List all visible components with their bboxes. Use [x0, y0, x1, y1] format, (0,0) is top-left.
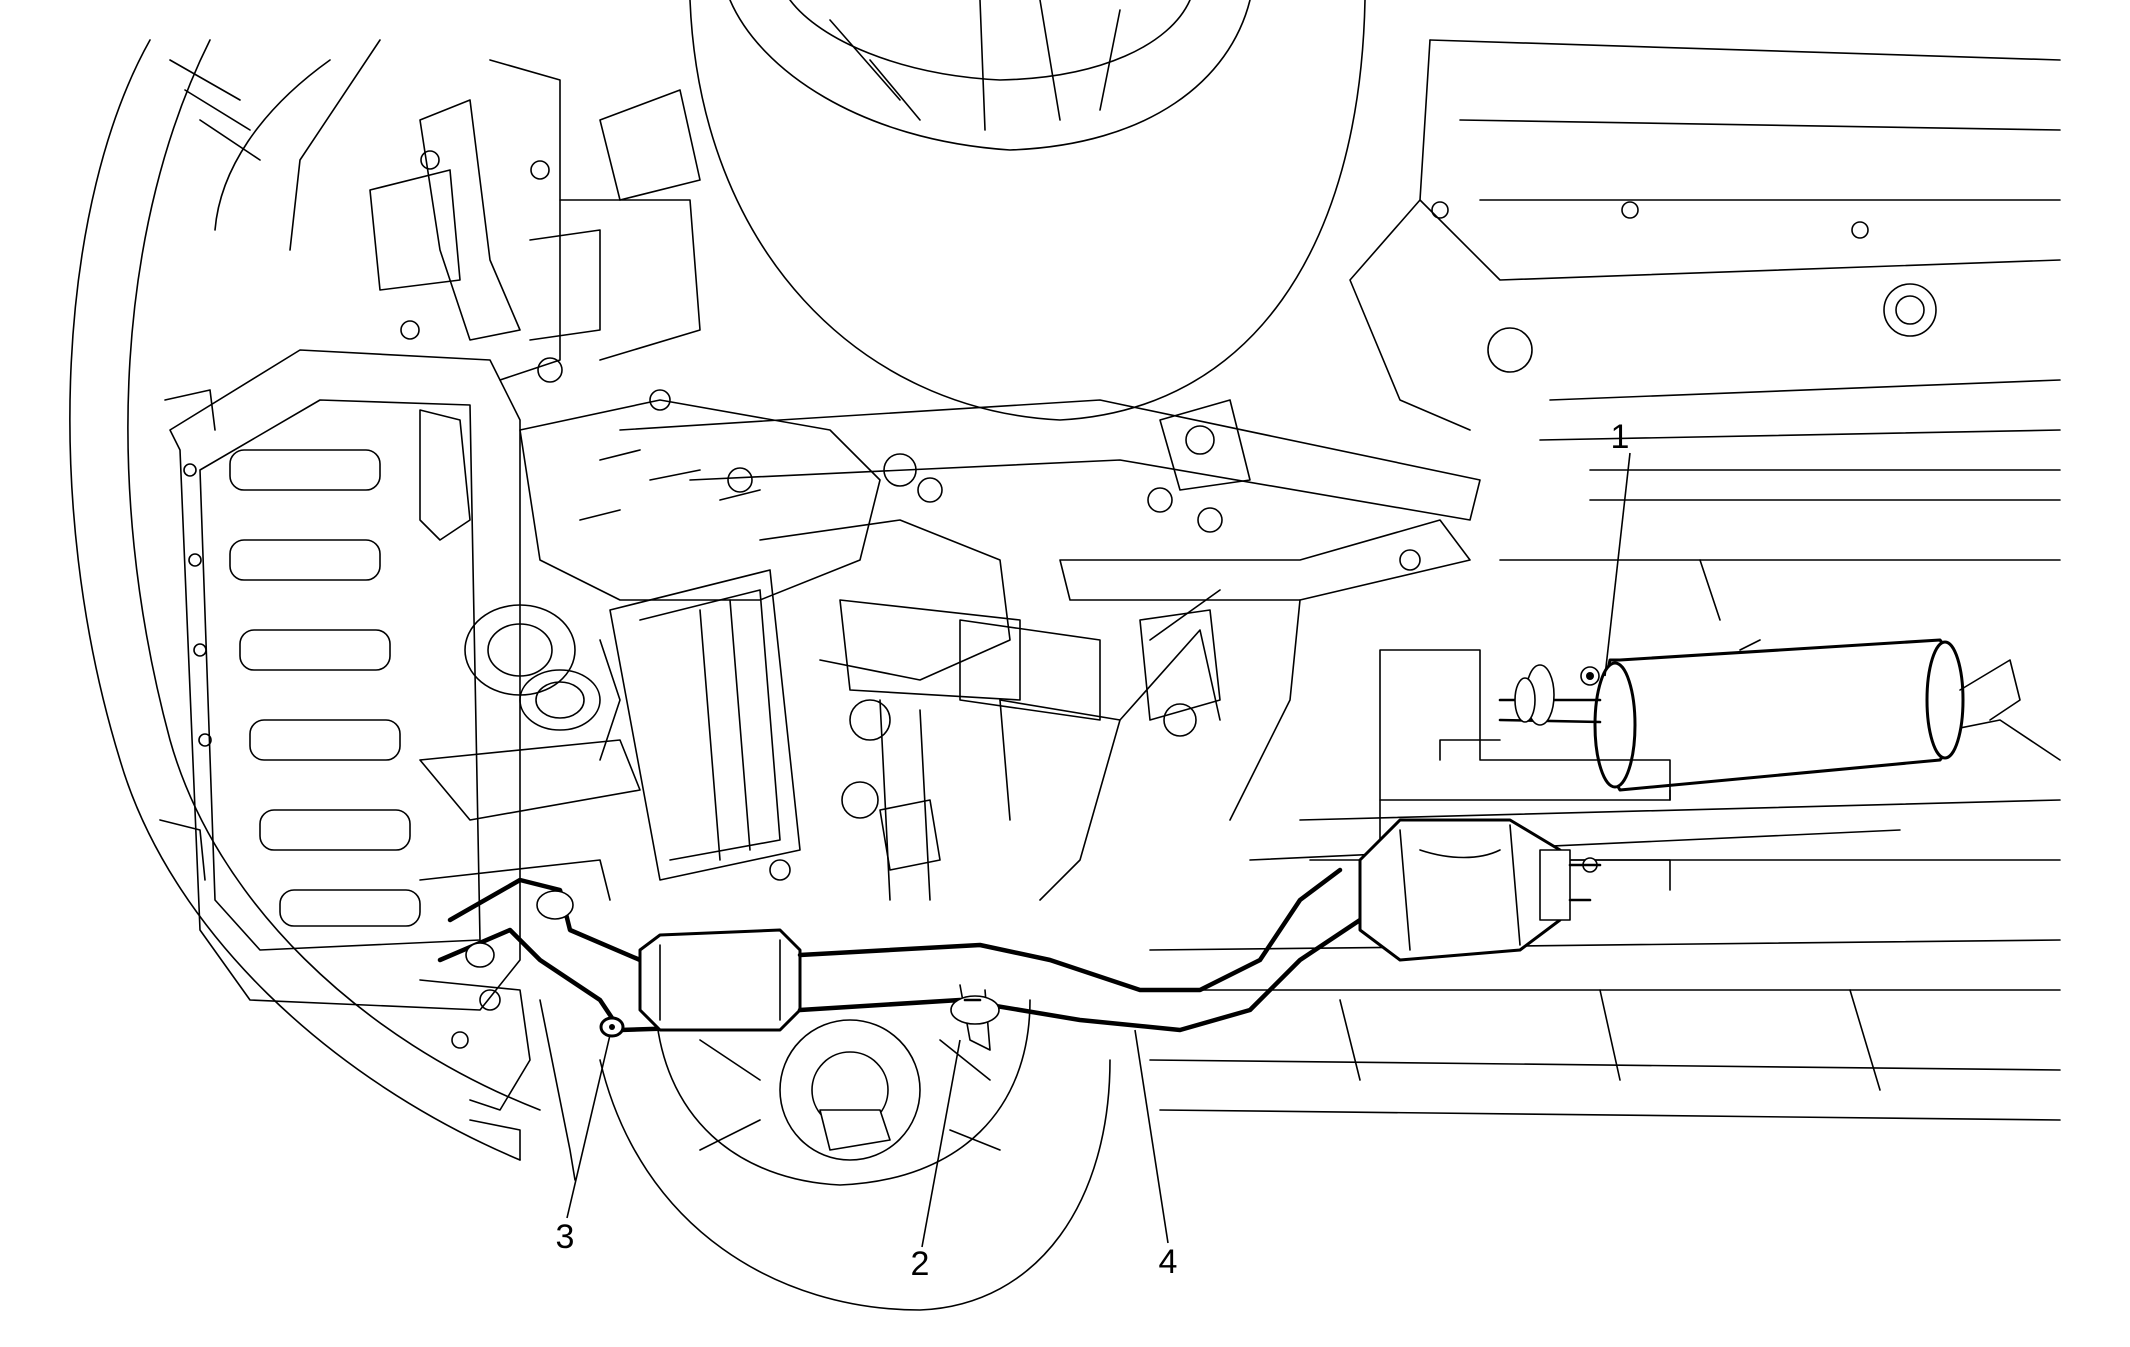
leader-2: [921, 1039, 961, 1248]
callout-leaders: [566, 452, 1631, 1248]
catalytic-converter: [1358, 818, 1602, 962]
callout-labels: 1 2 3 4: [556, 418, 1630, 1283]
transaxle-assembly: [519, 399, 1021, 901]
exhaust-flange-nut: [599, 1016, 625, 1038]
front-wheel-upper: [689, 0, 1366, 421]
callout-2-label: 2: [911, 1245, 930, 1283]
leader-3: [566, 1034, 611, 1219]
callout-4-label: 4: [1159, 1243, 1178, 1281]
upper-left-structure: [369, 59, 701, 411]
rear-muffler: [1498, 559, 2021, 792]
callout-3-label: 3: [556, 1218, 575, 1256]
turbocharger-flange: [419, 604, 641, 901]
front-wheel-lower: [599, 999, 1111, 1311]
lower-left-structure: [419, 979, 576, 1181]
callout-1-label: 1: [1611, 418, 1630, 456]
front-exhaust-pipe: [437, 867, 1363, 1033]
front-subframe: [619, 399, 1481, 901]
leader-4: [1134, 1029, 1169, 1244]
shield-slots: [229, 449, 421, 927]
leader-1: [1604, 452, 1631, 677]
rear-underbody: [1149, 39, 2061, 1121]
vehicle-body-outline: [69, 39, 541, 1161]
splash-shield: [159, 349, 521, 1011]
exhaust-hanger-bracket: [950, 984, 1000, 1051]
